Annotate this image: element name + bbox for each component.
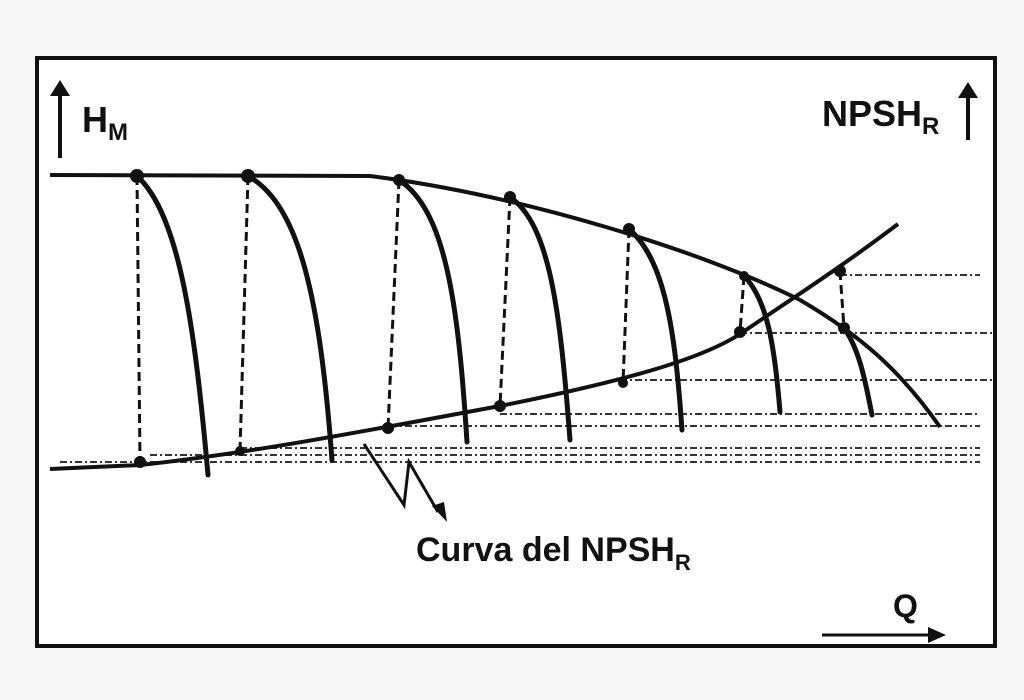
arrow-head-icon: [958, 82, 978, 98]
npsh-axis-subscript: R: [922, 113, 939, 140]
characteristic-curve: [245, 173, 335, 463]
svg-text:HM: HM: [82, 99, 128, 146]
npsh-axis: NPSHR: [822, 82, 978, 140]
head-curve-points: [130, 169, 850, 334]
svg-text:Curva del NPSHR: Curva del NPSHR: [416, 531, 691, 575]
head-axis: HM: [50, 80, 128, 158]
svg-text:NPSHR: NPSHR: [822, 93, 939, 140]
arrow-head-icon: [50, 80, 70, 96]
zigzag-pointer-icon: [362, 443, 440, 513]
characteristic-curve: [741, 273, 783, 415]
flow-axis-label: Q: [893, 588, 918, 624]
head-axis-label: H: [82, 99, 108, 140]
flow-axis: Q: [822, 588, 946, 643]
npsh-required-curve: [49, 222, 900, 471]
dashed-connector: [738, 275, 746, 333]
characteristic-curve: [507, 194, 573, 443]
characteristic-curve: [134, 173, 211, 478]
characteristic-curve: [396, 177, 470, 445]
npsh-curve-annotation: Curva del NPSHR: [362, 443, 691, 575]
arrow-head-icon: [928, 627, 946, 643]
npsh-point: [382, 422, 394, 434]
head-point: [504, 191, 516, 203]
dashed-connector: [135, 175, 142, 462]
characteristic-curve: [626, 226, 685, 433]
head-point: [623, 223, 635, 235]
head-point: [241, 169, 255, 183]
arrow-head-icon: [432, 502, 447, 522]
npsh-point: [618, 378, 628, 388]
npsh-axis-label: NPSH: [822, 93, 922, 134]
head-point: [130, 169, 144, 183]
head-point: [393, 174, 405, 186]
head-point: [838, 322, 850, 334]
npsh-curve-subscript: R: [675, 550, 691, 575]
npsh-point: [134, 456, 146, 468]
npsh-point: [734, 326, 746, 338]
head-axis-subscript: M: [108, 119, 128, 146]
dashed-connector: [498, 196, 512, 407]
dashed-connectors: [135, 175, 846, 462]
characteristic-curve: [841, 325, 875, 418]
npsh-curve-label: Curva del NPSH: [416, 531, 675, 569]
dashed-connector: [838, 270, 846, 329]
npsh-point: [834, 265, 846, 277]
npsh-point: [494, 400, 506, 412]
head-point: [739, 271, 749, 281]
npsh-point: [235, 446, 245, 456]
dashed-connector: [621, 228, 631, 384]
dashed-connector: [238, 175, 250, 452]
characteristic-curves: [134, 173, 875, 478]
npsh-reference-lines: [60, 274, 995, 463]
npsh-curve-points: [134, 265, 846, 468]
